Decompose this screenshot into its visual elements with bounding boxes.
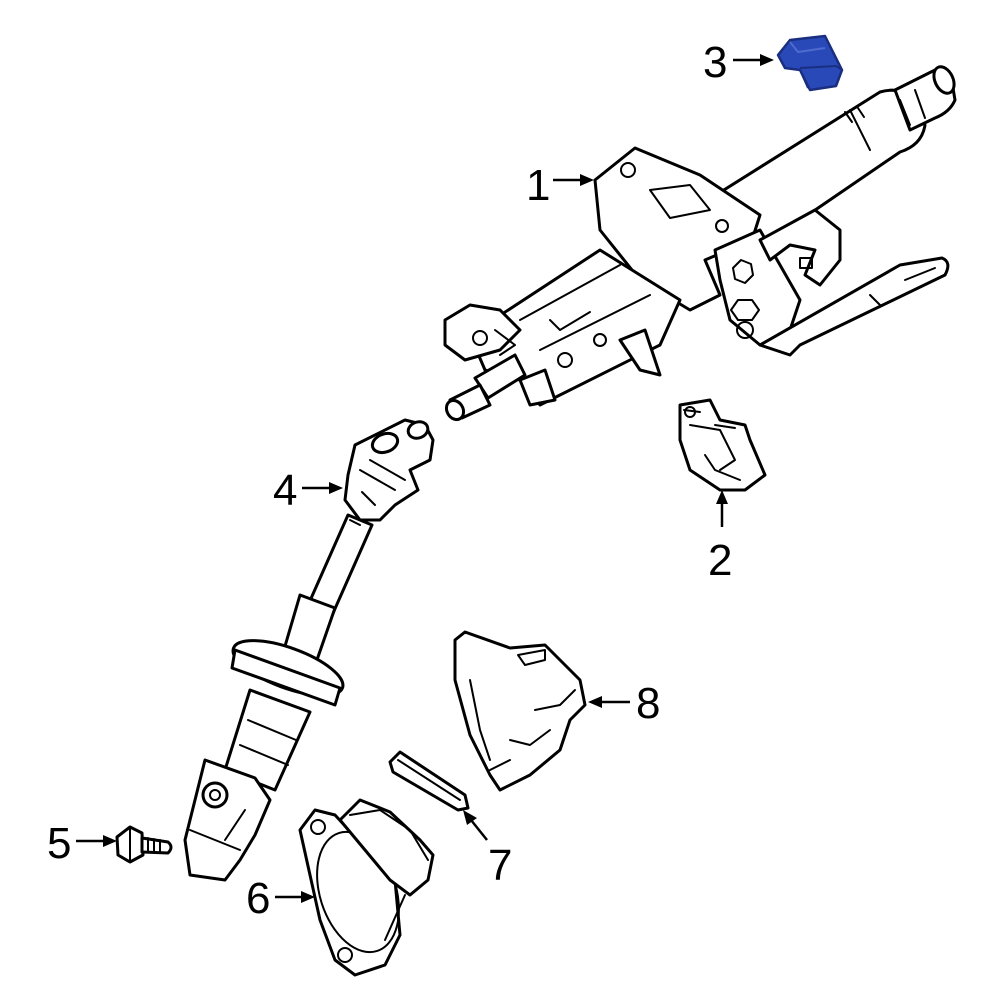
highlighted-part-3[interactable] (776, 34, 844, 92)
callout-5: 5 (47, 819, 117, 868)
bolt-part[interactable] (115, 825, 173, 864)
callout-label-8: 8 (636, 679, 660, 728)
clip-part[interactable] (388, 750, 470, 812)
callout-6: 6 (246, 874, 315, 923)
callout-7: 7 (463, 810, 512, 890)
callout-label-5: 5 (47, 819, 71, 868)
steering-column-assembly[interactable] (443, 64, 958, 423)
callout-label-1: 1 (526, 161, 550, 210)
callout-label-3: 3 (703, 38, 727, 87)
callout-label-6: 6 (246, 874, 270, 923)
boot-seal-part[interactable] (298, 798, 435, 977)
callout-1: 1 (526, 161, 594, 210)
callout-8: 8 (588, 679, 660, 728)
callout-3: 3 (703, 38, 774, 87)
cover-part[interactable] (453, 630, 587, 792)
callout-label-7: 7 (488, 841, 512, 890)
callout-2: 2 (708, 490, 732, 585)
callout-4: 4 (273, 466, 343, 515)
callout-label-2: 2 (708, 536, 732, 585)
intermediate-shaft[interactable] (183, 418, 435, 882)
callout-label-4: 4 (273, 466, 297, 515)
bracket-part[interactable] (678, 398, 767, 492)
